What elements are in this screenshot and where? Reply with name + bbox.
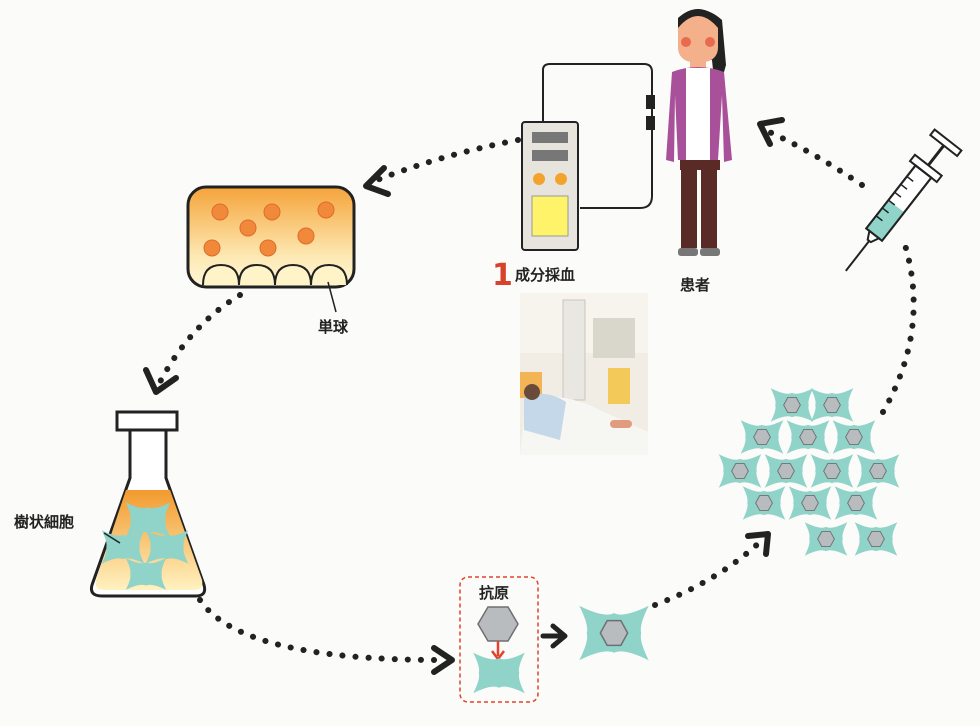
syringe-icon <box>845 128 963 272</box>
arrowhead-to-cell-cluster <box>745 531 771 557</box>
arrowheads <box>143 117 785 675</box>
apheresis-photo <box>520 293 648 455</box>
patient-label: 患者 <box>680 276 710 294</box>
monocyte-label: 単球 <box>318 318 349 336</box>
arrowhead-to-chamber <box>363 165 391 197</box>
patient-figure-icon <box>666 9 732 256</box>
monocyte-pointer-line <box>327 281 337 313</box>
antigen-hexagon-icon <box>477 606 519 642</box>
box-to-cell-arrow <box>540 623 568 649</box>
antigen-loaded-dendritic-cell-icon <box>578 604 650 662</box>
flask-icon <box>90 410 207 598</box>
arrowhead-to-patient <box>757 117 785 147</box>
antigen-loading-box <box>459 576 539 703</box>
dendritic-pointer-line <box>103 532 121 544</box>
step-number: 1 <box>492 258 513 293</box>
culture-chamber-icon <box>186 185 356 289</box>
antigen-label: 抗原 <box>479 584 509 602</box>
apheresis-machine-icon <box>521 63 655 251</box>
proliferated-cell-cluster <box>718 387 900 557</box>
dendritic-cell-label: 樹状細胞 <box>14 513 74 531</box>
arrowhead-to-antigen-box <box>431 645 455 675</box>
apheresis-label: 成分採血 <box>515 266 575 284</box>
cycle-dotted-path <box>157 127 917 663</box>
arrowhead-to-flask <box>143 367 179 395</box>
